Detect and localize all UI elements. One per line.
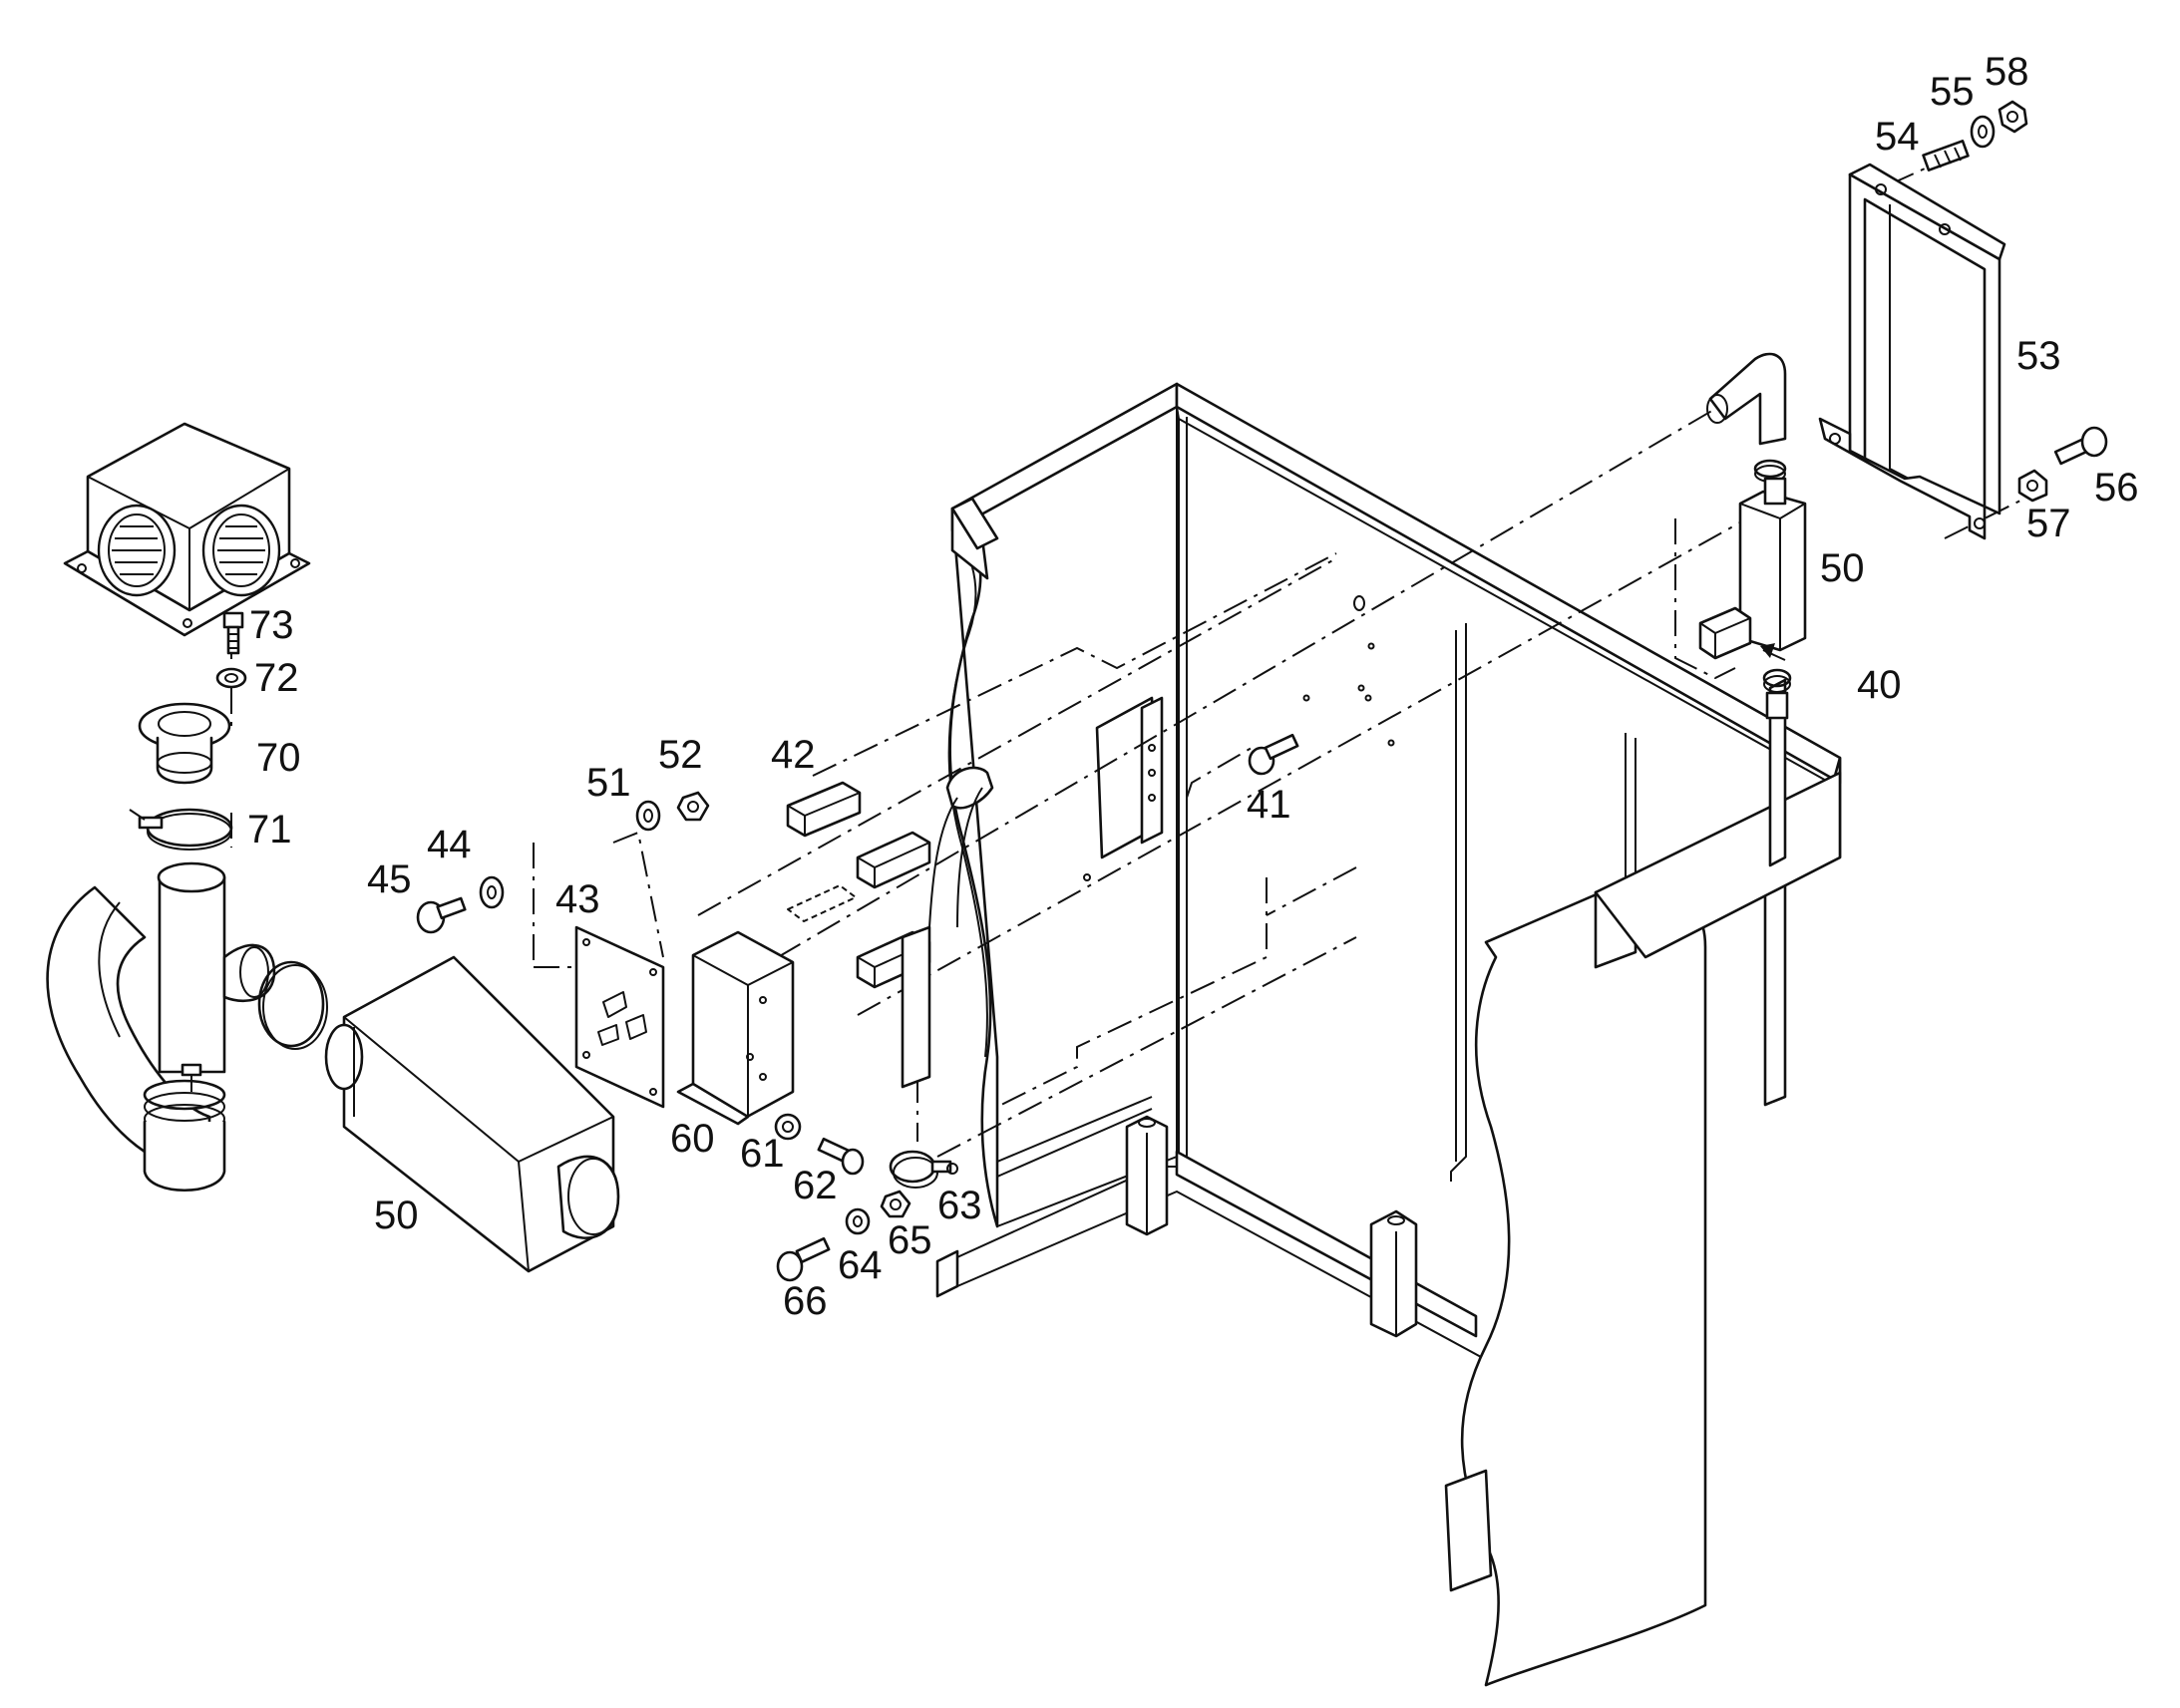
label-50-right: 50 xyxy=(1820,546,1865,590)
label-71: 71 xyxy=(247,808,292,852)
label-43: 43 xyxy=(555,877,600,921)
clamp-63 xyxy=(889,1150,958,1189)
label-64: 64 xyxy=(838,1243,883,1287)
nut-52 xyxy=(676,791,710,822)
washer-64 xyxy=(845,1207,871,1235)
screw-73 xyxy=(222,611,244,655)
heater-unit-50 xyxy=(324,955,620,1273)
label-45: 45 xyxy=(367,857,412,901)
flange-70 xyxy=(138,702,231,785)
screw-66 xyxy=(776,1236,831,1282)
label-53: 53 xyxy=(2016,334,2061,378)
label-61: 61 xyxy=(740,1132,785,1176)
clamp-71 xyxy=(129,808,233,851)
label-40: 40 xyxy=(1857,663,1902,707)
label-65: 65 xyxy=(888,1218,932,1262)
cabinet-frame xyxy=(935,382,1842,1687)
tube-center xyxy=(901,766,994,1089)
screw-56 xyxy=(2053,426,2108,466)
washer-44 xyxy=(479,875,505,909)
clamp-ring xyxy=(257,960,328,1050)
fan-box xyxy=(63,422,311,637)
label-42: 42 xyxy=(771,733,816,777)
label-52: 52 xyxy=(658,733,703,777)
washer-61 xyxy=(774,1113,802,1141)
nut-65 xyxy=(880,1190,911,1218)
nut-57 xyxy=(2017,469,2048,503)
label-60: 60 xyxy=(670,1117,715,1161)
label-70: 70 xyxy=(256,736,301,780)
label-63: 63 xyxy=(937,1184,982,1227)
heater-unit-50-right xyxy=(1698,352,1807,720)
label-73: 73 xyxy=(249,603,294,647)
label-51: 51 xyxy=(586,761,631,805)
washer-51 xyxy=(635,800,661,832)
label-44: 44 xyxy=(427,823,472,866)
label-72: 72 xyxy=(254,656,299,700)
washer-55 xyxy=(1970,115,1996,149)
label-56: 56 xyxy=(2094,466,2139,510)
label-57: 57 xyxy=(2026,502,2071,545)
label-54: 54 xyxy=(1875,115,1920,159)
label-62: 62 xyxy=(793,1164,838,1207)
assembly-lines xyxy=(230,159,2045,1158)
stud-54 xyxy=(1922,140,1970,171)
part-labels: 73 72 70 71 45 44 43 51 52 42 50 60 61 6… xyxy=(247,50,2139,1323)
screw-45 xyxy=(416,896,467,934)
label-66: 66 xyxy=(783,1279,828,1323)
screw-41 xyxy=(1248,733,1299,776)
nut-58 xyxy=(1998,100,2028,134)
washer-72 xyxy=(215,667,247,689)
hose-assembly xyxy=(46,861,276,1192)
gasket-plate-43 xyxy=(574,925,665,1109)
bracket-60 xyxy=(676,930,795,1126)
label-41: 41 xyxy=(1247,783,1291,827)
label-58: 58 xyxy=(1985,50,2029,94)
screw-62 xyxy=(817,1137,865,1176)
label-50-left: 50 xyxy=(374,1194,419,1237)
spacer-blocks-42 xyxy=(786,781,931,989)
label-55: 55 xyxy=(1930,70,1975,114)
cover-bracket-53 xyxy=(1818,163,2006,540)
